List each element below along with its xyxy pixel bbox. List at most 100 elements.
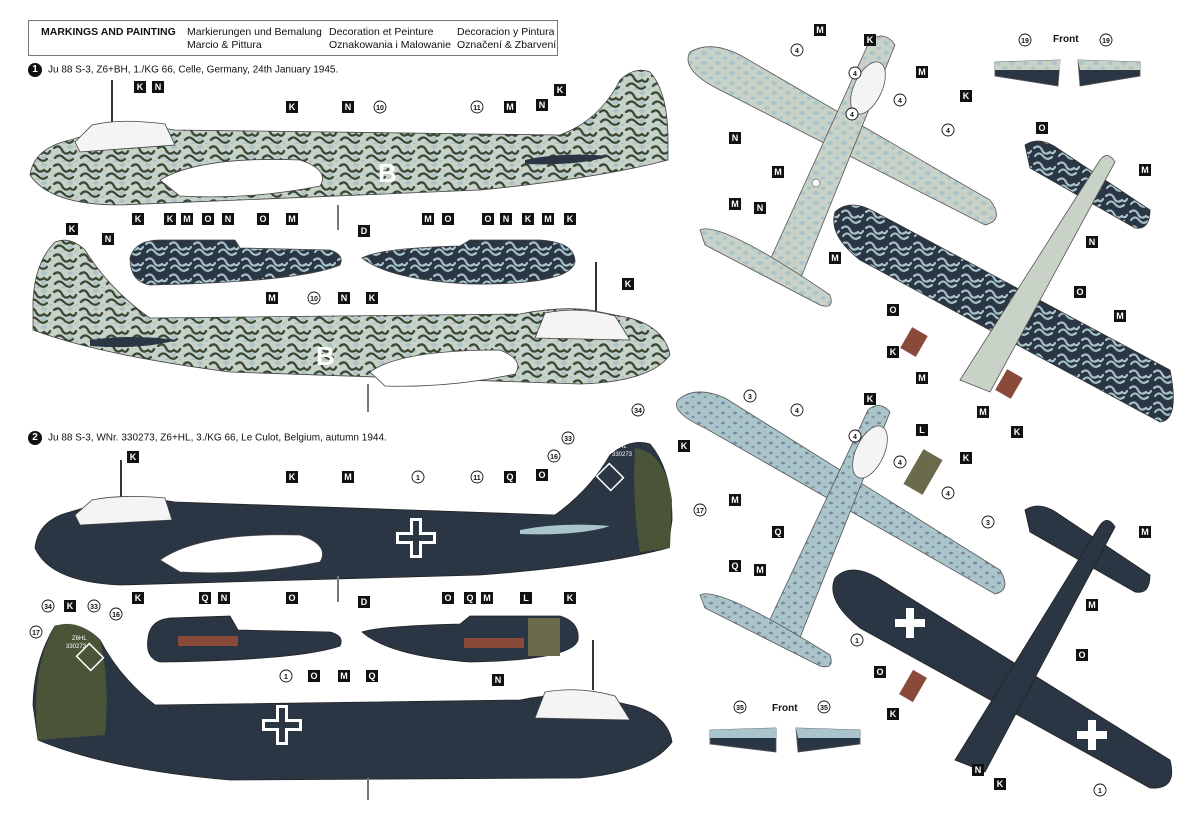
s3-tail-swastika-outline	[595, 462, 625, 492]
callout-label: M	[756, 565, 764, 575]
callout-n10-28: 10	[307, 291, 321, 305]
callout-n17-36: 17	[693, 503, 707, 517]
callout-label: 4	[795, 48, 799, 55]
callout-label: K	[130, 452, 137, 462]
callout-n10-4: 10	[373, 100, 387, 114]
markings-header: MARKINGS AND PAINTING Markierungen und B…	[28, 20, 558, 56]
callout-n4-96: 4	[941, 486, 955, 500]
callout-n35-111: 35	[733, 700, 747, 714]
callout-label: M	[544, 214, 552, 224]
callout-M-97: M	[729, 494, 741, 506]
s3-tailplane	[520, 524, 610, 535]
callout-M-39: M	[342, 471, 354, 483]
callout-n34-31: 34	[631, 403, 645, 417]
callout-label: K	[137, 82, 144, 92]
s2-fuselage-top	[32, 239, 671, 385]
callout-M-87: M	[977, 406, 989, 418]
s3-exhaust-port	[178, 636, 238, 646]
s4-tail-wnr: 330273	[66, 644, 87, 650]
s1-nacelle-stbd	[361, 239, 576, 285]
callout-label: 33	[90, 604, 98, 611]
callout-label: K	[525, 214, 532, 224]
callout-label: M	[918, 67, 926, 77]
s3-tail-wnr: 330273	[612, 452, 633, 458]
callout-label: O	[889, 305, 896, 315]
callout-label: 35	[736, 705, 744, 712]
callout-n3-99: 3	[981, 515, 995, 529]
callout-label: M	[918, 373, 926, 383]
callout-label: M	[506, 102, 514, 112]
callout-label: L	[919, 425, 925, 435]
callout-label: 17	[32, 630, 40, 637]
callout-n4-70: 4	[845, 107, 859, 121]
callout-label: K	[567, 593, 574, 603]
callout-K-38: K	[286, 471, 298, 483]
callout-label: N	[732, 133, 739, 143]
s4-balkenkreuz	[262, 705, 302, 745]
callout-M-74: M	[729, 198, 741, 210]
scheme-2-bottom-view	[832, 505, 1173, 789]
callout-label: O	[204, 214, 211, 224]
callout-O-60: O	[308, 670, 320, 682]
callout-label: Q	[201, 593, 208, 603]
callout-M-86: M	[916, 372, 928, 384]
callout-label: 4	[946, 491, 950, 498]
callout-label: M	[731, 199, 739, 209]
callout-label: D	[361, 226, 368, 236]
callout-label: 4	[898, 98, 902, 105]
callout-N-25: N	[102, 233, 114, 245]
callout-label: O	[444, 593, 451, 603]
callout-N-108: N	[972, 764, 984, 776]
scheme-1-side-view-starboard	[32, 239, 671, 412]
callout-n34-44: 34	[41, 599, 55, 613]
callout-n4-95: 4	[893, 455, 907, 469]
callout-label: M	[183, 214, 191, 224]
callout-label: K	[1014, 427, 1021, 437]
callout-label: N	[105, 234, 112, 244]
callout-label: N	[757, 203, 764, 213]
scheme-2-side-view-starboard	[32, 623, 673, 800]
header-col-2: Decoration et Peinture Oznakowania i Mal…	[329, 26, 451, 51]
callout-label: N	[341, 293, 348, 303]
callout-n1-104: 1	[850, 633, 864, 647]
callout-K-30: K	[366, 292, 378, 304]
scheme-1-side-view-port	[29, 69, 669, 286]
callout-label: N	[1089, 237, 1096, 247]
callout-label: M	[816, 25, 824, 35]
s2-code-letter: B	[316, 341, 335, 371]
callout-O-35: O	[536, 469, 548, 481]
callout-label: 3	[748, 394, 752, 401]
callout-n33-32: 33	[561, 431, 575, 445]
callout-label: N	[539, 100, 546, 110]
callout-N-20: N	[500, 213, 512, 225]
callout-label: K	[890, 347, 897, 357]
callout-label: M	[731, 495, 739, 505]
callout-K-21: K	[522, 213, 534, 225]
callout-n16-34: 16	[547, 449, 561, 463]
callout-N-3: N	[342, 101, 354, 113]
callout-M-16: M	[286, 213, 298, 225]
callout-N-1: N	[152, 81, 164, 93]
callout-O-19: O	[482, 213, 494, 225]
callout-label: K	[867, 35, 874, 45]
callout-M-12: M	[181, 213, 193, 225]
callout-L-56: L	[520, 592, 532, 604]
callout-label: 34	[634, 408, 642, 415]
callout-N-51: N	[218, 592, 230, 604]
scheme-1-top-view	[687, 35, 997, 307]
callout-label: K	[567, 214, 574, 224]
callout-M-73: M	[772, 166, 784, 178]
callout-label: O	[876, 667, 883, 677]
s1-code-letter: B	[378, 158, 397, 188]
callout-n3-89: 3	[743, 389, 757, 403]
callout-label: L	[523, 593, 529, 603]
s1-nacelle-port	[129, 239, 342, 286]
callout-K-7: K	[554, 84, 566, 96]
callout-label: D	[361, 597, 368, 607]
callout-label: 11	[473, 475, 481, 482]
callout-M-102: M	[1139, 526, 1151, 538]
s4-tail-olive	[36, 623, 107, 740]
callout-label: 4	[898, 460, 902, 467]
callout-label: K	[681, 441, 688, 451]
callout-label: K	[69, 224, 76, 234]
